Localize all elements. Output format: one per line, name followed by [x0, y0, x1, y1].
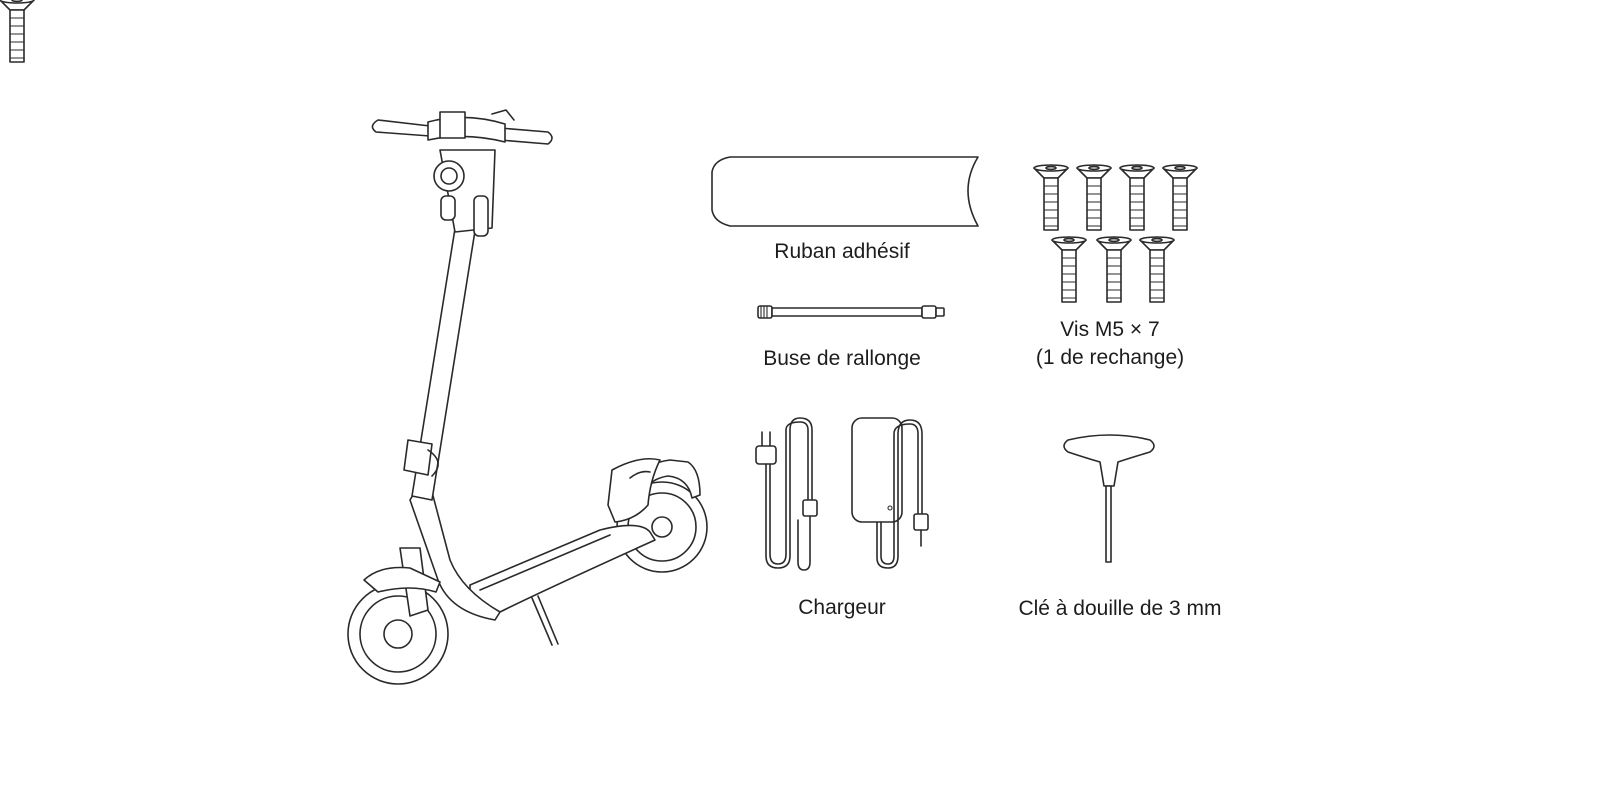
adhesive-tape-label: Ruban adhésif	[774, 240, 910, 263]
screws-drawing	[0, 0, 1198, 303]
socket-wrench-drawing	[1063, 434, 1155, 563]
screws-label-line-1: Vis M5 × 7	[1060, 318, 1160, 341]
screws-label: Vis M5 × 7 (1 de rechange)	[1000, 316, 1220, 372]
charger-drawing	[755, 417, 929, 571]
extension-nozzle-label: Buse de rallonge	[763, 347, 921, 370]
scooter-drawing	[347, 109, 708, 685]
screws-label-line-2: (1 de rechange)	[1035, 346, 1185, 369]
charger-label: Chargeur	[798, 596, 886, 619]
socket-wrench-label: Clé à douille de 3 mm	[1018, 597, 1222, 620]
extension-nozzle-drawing	[757, 305, 945, 319]
adhesive-tape-drawing	[711, 156, 979, 227]
